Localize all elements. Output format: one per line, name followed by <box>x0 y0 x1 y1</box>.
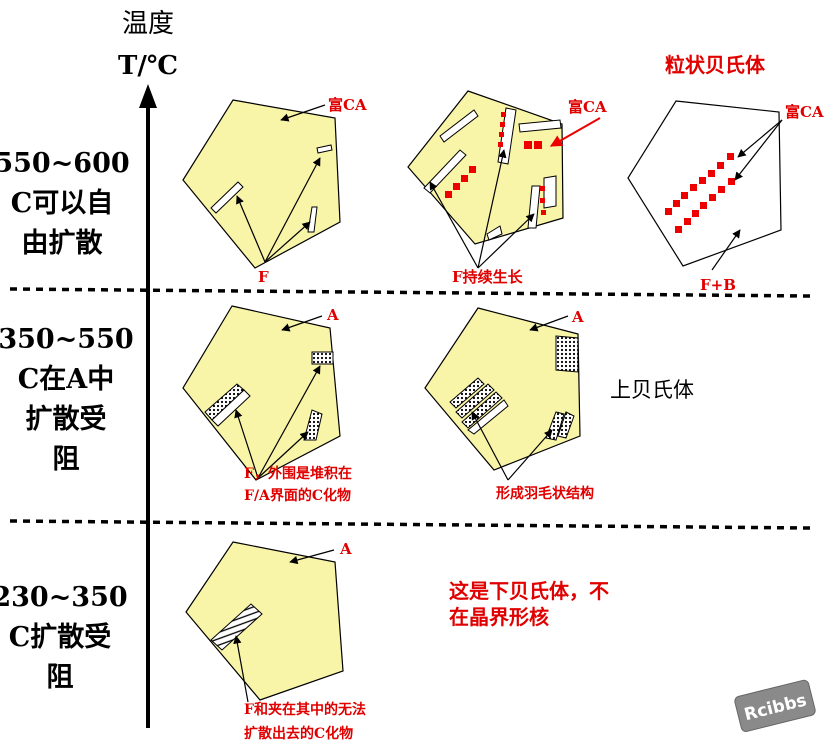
label-granular-bainite: 粒状贝氏体 <box>665 53 766 77</box>
axis-label-line1: 温度 <box>122 9 174 39</box>
row-label-1: 550~600 C可以自 由扩散 <box>0 148 130 259</box>
axis-label-line2: T/℃ <box>118 51 178 81</box>
label-rich-ca-1: 富CA <box>328 96 367 114</box>
label-ferrite-growing: F持续生长 <box>452 268 524 286</box>
label-austenite-2: A <box>571 308 584 326</box>
grain-row2-feather: A 形成羽毛状结构 上贝氏体 <box>424 307 694 502</box>
row-temp-3: 230~350 <box>0 582 128 613</box>
row-divider-2 <box>9 519 811 530</box>
row-label-2: 350~550 C在A中 扩散受 阻 <box>0 324 134 475</box>
label-feather: 形成羽毛状结构 <box>496 485 594 502</box>
grain-row1-early-ferrite: 富CA F <box>182 96 367 286</box>
row-label-3: 230~350 C扩散受 阻 <box>0 582 128 693</box>
row-desc-3b: 阻 <box>47 662 74 693</box>
label-lower-ferrite-2: 扩散出去的C化物 <box>244 725 353 742</box>
row-desc-2b: 扩散受 <box>26 403 107 435</box>
label-upper-bainite: 上贝氏体 <box>610 378 694 402</box>
grain-row2-upper-early: A F，外围是堆积在 F/A界面的C化物 <box>182 305 352 504</box>
label-lower-ferrite-1: F和夹在其中的无法 <box>244 701 366 718</box>
grain-row1-ferrite-growth: 富CA F持续生长 <box>407 90 607 286</box>
label-upper-ferrite-2: F/A界面的C化物 <box>244 487 351 504</box>
label-lower-bainite-2: 在晶界形核 <box>449 605 549 629</box>
watermark-stamp: Rcibbs <box>734 679 816 732</box>
row-desc-2c: 阻 <box>53 444 80 475</box>
row-temp-1: 550~600 <box>0 148 130 179</box>
row-divider-1 <box>9 287 811 298</box>
label-lower-bainite-1: 这是下贝氏体，不 <box>449 579 609 603</box>
row-desc-3a: C扩散受 <box>9 621 112 653</box>
label-austenite-3: A <box>339 540 352 558</box>
label-f-plus-b: F+B <box>700 276 736 294</box>
grain-row1-granular-bainite: 粒状贝氏体 富CA F+B <box>627 53 824 294</box>
label-rich-ca-2: 富CA <box>568 98 607 116</box>
grain-row3-lower-bainite: A F和夹在其中的无法 扩散出去的C化物 这是下贝氏体，不 在晶界形核 <box>185 540 609 742</box>
row-desc-2a: C在A中 <box>18 364 114 395</box>
label-rich-ca-3: 富CA <box>785 103 824 121</box>
label-upper-ferrite-1: F，外围是堆积在 <box>244 465 352 482</box>
row-desc-1a: C可以自 <box>11 187 114 219</box>
label-austenite-1: A <box>326 306 339 324</box>
label-ferrite-1: F <box>258 268 269 286</box>
temperature-axis: 温度 T/℃ <box>118 9 178 728</box>
row-desc-1b: 由扩散 <box>22 228 103 259</box>
row-temp-2: 350~550 <box>0 324 134 355</box>
